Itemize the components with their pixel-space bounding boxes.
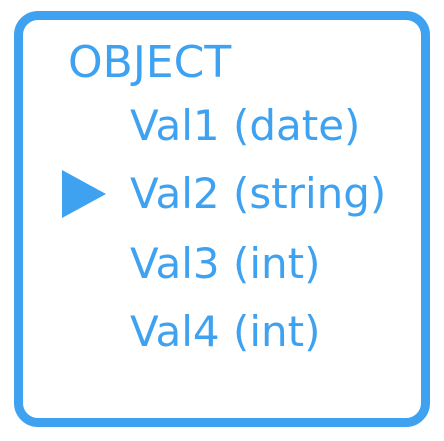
object-box (14, 11, 430, 427)
field-val4: Val4 (int) (130, 307, 321, 356)
field-val2: Val2 (string) (130, 169, 387, 218)
field-val1: Val1 (date) (130, 101, 361, 150)
field-val3: Val3 (int) (130, 239, 321, 288)
object-title: OBJECT (68, 37, 232, 88)
triangle-right-icon (62, 170, 106, 218)
